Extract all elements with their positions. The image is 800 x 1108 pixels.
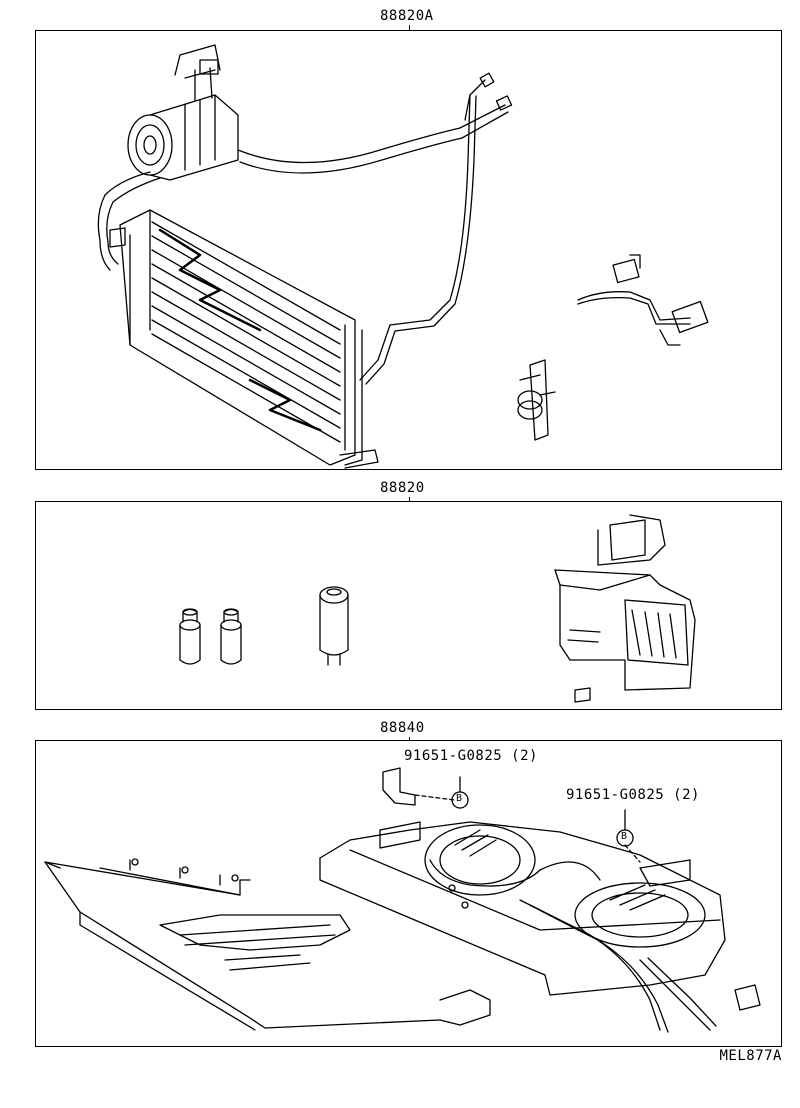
ref-letter-b: B (621, 831, 628, 842)
condenser-drawing (109, 209, 379, 469)
receiver-drawing (179, 608, 242, 665)
part-number-text: 91651-G0825 (404, 748, 503, 764)
section-leader (409, 497, 410, 502)
section-code-88820A: 88820A (380, 8, 434, 24)
section-frame-rear-cooler (35, 740, 782, 1047)
part-number-text: 91651-G0825 (566, 787, 665, 803)
refrigerant-hose-drawing (97, 72, 513, 385)
section-code-88840: 88840 (380, 720, 425, 736)
pipe-clamp-drawing (517, 359, 556, 441)
rear-cooler-duct-drawing (44, 858, 491, 1031)
compressor-drawing (127, 44, 239, 181)
callout-part-number: 91651-G0825 (2) (566, 787, 700, 803)
evaporator-unit-drawing (554, 514, 696, 703)
dryer-drawing (319, 586, 349, 666)
expansion-valve-drawing (577, 254, 709, 346)
quantity-text: (2) (511, 748, 538, 764)
section-leader (409, 737, 410, 741)
section-frame-condenser-kit (35, 30, 782, 470)
callout-part-number: 91651-G0825 (2) (404, 748, 538, 764)
section-code-88820: 88820 (380, 480, 425, 496)
diagram-reference-id: MEL877A (719, 1048, 782, 1064)
bracket-drawing (382, 767, 691, 887)
section-frame-cooling-unit (35, 501, 782, 710)
ref-letter-b: B (456, 793, 463, 804)
rear-evaporator-drawing (319, 821, 761, 1033)
section-leader (409, 25, 410, 31)
quantity-text: (2) (673, 787, 700, 803)
